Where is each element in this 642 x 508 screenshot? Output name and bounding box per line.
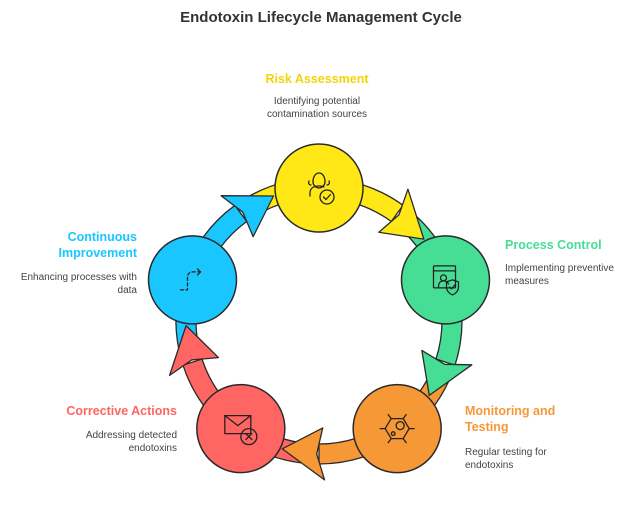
- arrow-head: [421, 349, 473, 397]
- user-check-icon: [307, 172, 335, 205]
- mail-x-icon: [224, 414, 258, 446]
- desc-line: Enhancing processes with: [20, 272, 137, 283]
- desc-line: endotoxins: [465, 460, 514, 471]
- arrow-head: [220, 195, 275, 238]
- risk-assessment-label: Risk Assessment: [265, 72, 369, 86]
- desc-line: measures: [505, 276, 549, 287]
- process-control-label: Process Control: [505, 238, 602, 252]
- desc-line: Regular testing for: [465, 447, 547, 458]
- molecule-icon: [379, 413, 415, 444]
- corrective-actions-desc: Addressing detected endotoxins: [86, 429, 177, 455]
- step-circle: [147, 235, 238, 325]
- arrow-head: [168, 324, 220, 377]
- desc-line: endotoxins: [128, 443, 177, 454]
- label-line: Monitoring and: [465, 404, 556, 418]
- desc-line: data: [117, 285, 137, 296]
- process-control-desc: Implementing preventive measures: [505, 262, 614, 288]
- desc-line: Identifying potential: [273, 96, 361, 107]
- arrow-head: [378, 188, 425, 240]
- label-line: Continuous: [67, 230, 137, 244]
- continuous-improvement-desc: Enhancing processes with data: [21, 271, 137, 297]
- step-circle: [196, 383, 286, 474]
- arrow-head: [281, 427, 326, 481]
- diagram-title: Endotoxin Lifecycle Management Cycle: [180, 9, 462, 26]
- label-line: Testing: [465, 420, 509, 434]
- path-arrow-icon: [179, 268, 202, 291]
- monitoring-testing-desc: Regular testing for endotoxins: [465, 446, 547, 472]
- continuous-improvement-label: Continuous Improvement: [59, 229, 138, 261]
- label-line: Improvement: [58, 246, 138, 260]
- corrective-actions-label: Corrective Actions: [66, 404, 177, 418]
- desc-line: contamination sources: [266, 109, 368, 120]
- risk-assessment-desc: Identifying potential contamination sour…: [217, 95, 417, 121]
- desc-line: Implementing preventive: [505, 263, 614, 274]
- desc-line: Addressing detected: [85, 430, 177, 441]
- monitoring-testing-label: Monitoring and Testing: [465, 403, 555, 435]
- profile-shield-icon: [432, 265, 460, 296]
